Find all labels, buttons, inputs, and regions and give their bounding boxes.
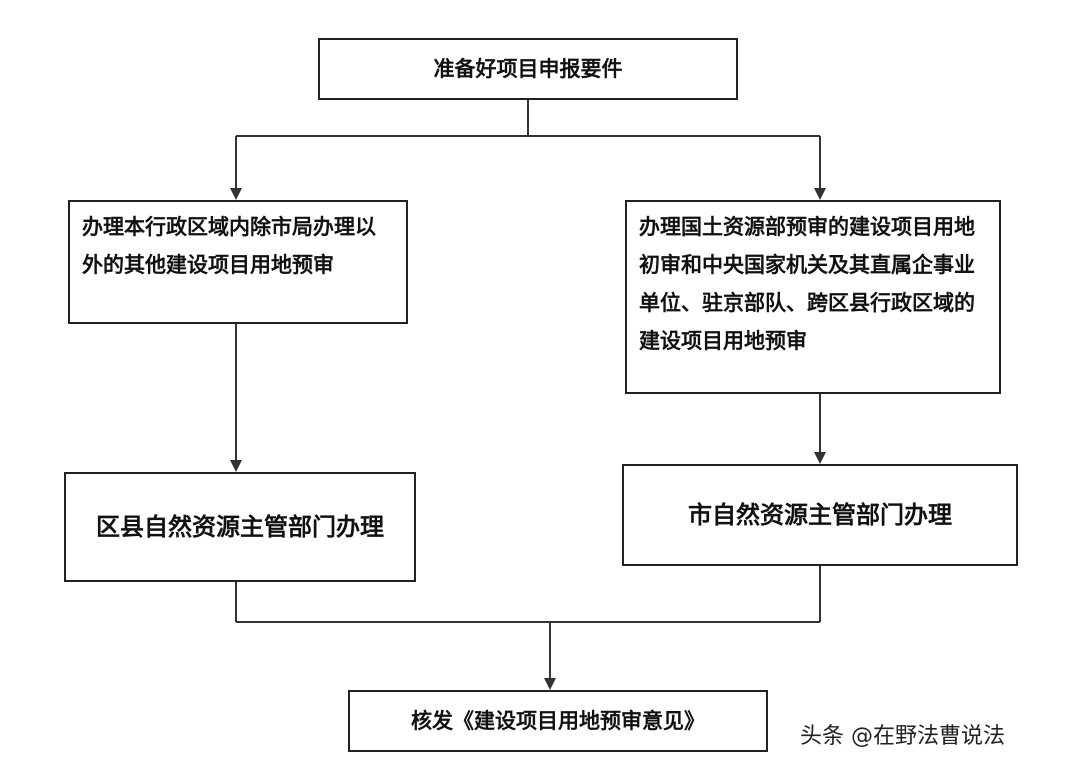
arrow-to-end	[544, 678, 556, 690]
arrow-to-left-branch	[230, 188, 242, 200]
node-left-branch-label: 办理本行政区域内除市局办理以外的其他建设项目用地预审	[82, 215, 376, 277]
node-right-branch-label: 办理国土资源部预审的建设项目用地初审和中央国家机关及其直属企事业单位、驻京部队、…	[639, 215, 975, 353]
node-right-handler: 市自然资源主管部门办理	[622, 464, 1018, 566]
node-end: 核发《建设项目用地预审意见》	[348, 690, 768, 752]
node-left-handler: 区县自然资源主管部门办理	[64, 472, 416, 582]
node-right-handler-label: 市自然资源主管部门办理	[688, 501, 952, 529]
node-left-branch: 办理本行政区域内除市局办理以外的其他建设项目用地预审	[68, 200, 408, 324]
arrow-to-right-handler	[814, 452, 826, 464]
arrow-to-left-handler	[230, 460, 242, 472]
node-left-handler-label: 区县自然资源主管部门办理	[96, 513, 384, 541]
watermark: 头条 @在野法曹说法	[800, 724, 1005, 749]
node-start-label: 准备好项目申报要件	[433, 57, 623, 81]
node-end-label: 核发《建设项目用地预审意见》	[411, 709, 705, 733]
arrow-to-right-branch	[814, 188, 826, 200]
node-start: 准备好项目申报要件	[318, 38, 738, 100]
node-right-branch: 办理国土资源部预审的建设项目用地初审和中央国家机关及其直属企事业单位、驻京部队、…	[625, 200, 1001, 394]
